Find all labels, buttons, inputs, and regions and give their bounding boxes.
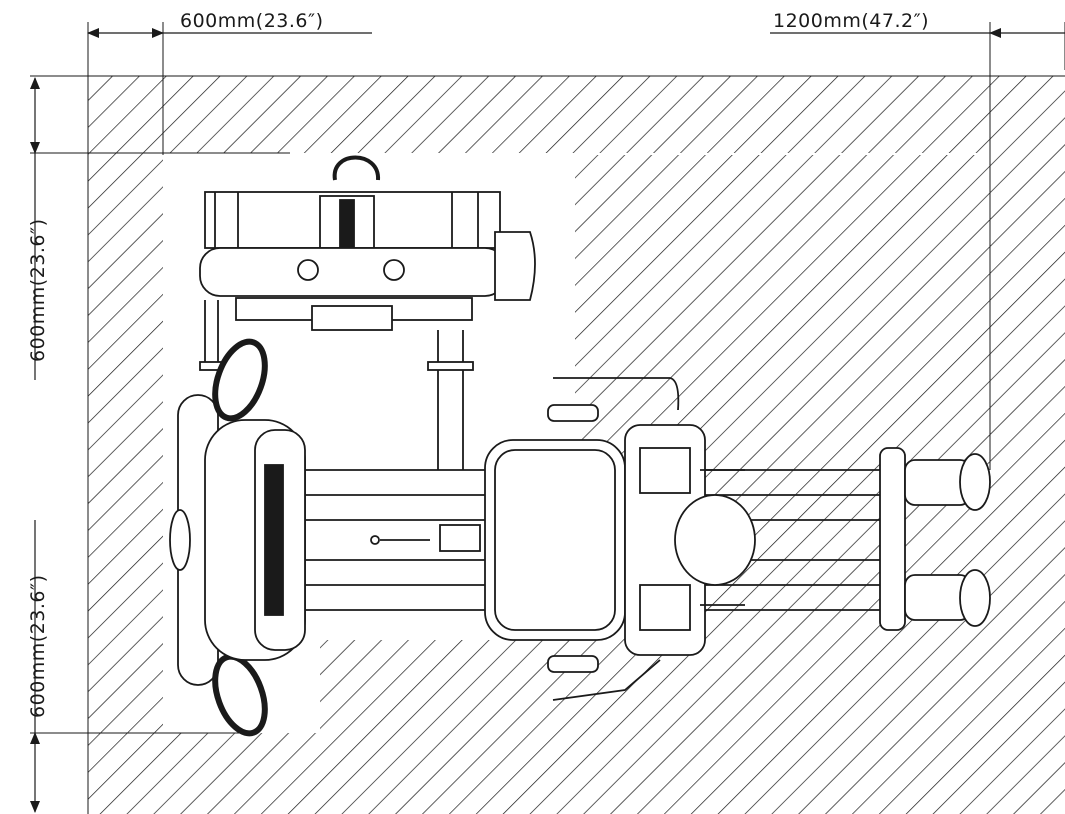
dim-label-left-lower: 600mm(23.6″) — [27, 574, 49, 718]
seat — [484, 439, 626, 641]
footplate-assembly — [169, 338, 306, 737]
dim-label-left-upper: 600mm(23.6″) — [27, 218, 49, 362]
weight-stack-housing — [199, 155, 536, 331]
dim-label-top-left: 600mm(23.6″) — [180, 10, 324, 32]
rear-weight-horns — [879, 447, 991, 631]
leg-press-machine — [169, 155, 991, 737]
clearance-hatch-outer — [88, 76, 1065, 814]
support-posts — [199, 300, 474, 470]
dimension-lines — [30, 22, 1065, 813]
dim-label-top-right: 1200mm(47.2″) — [773, 10, 929, 32]
backrest-handles — [547, 377, 756, 701]
